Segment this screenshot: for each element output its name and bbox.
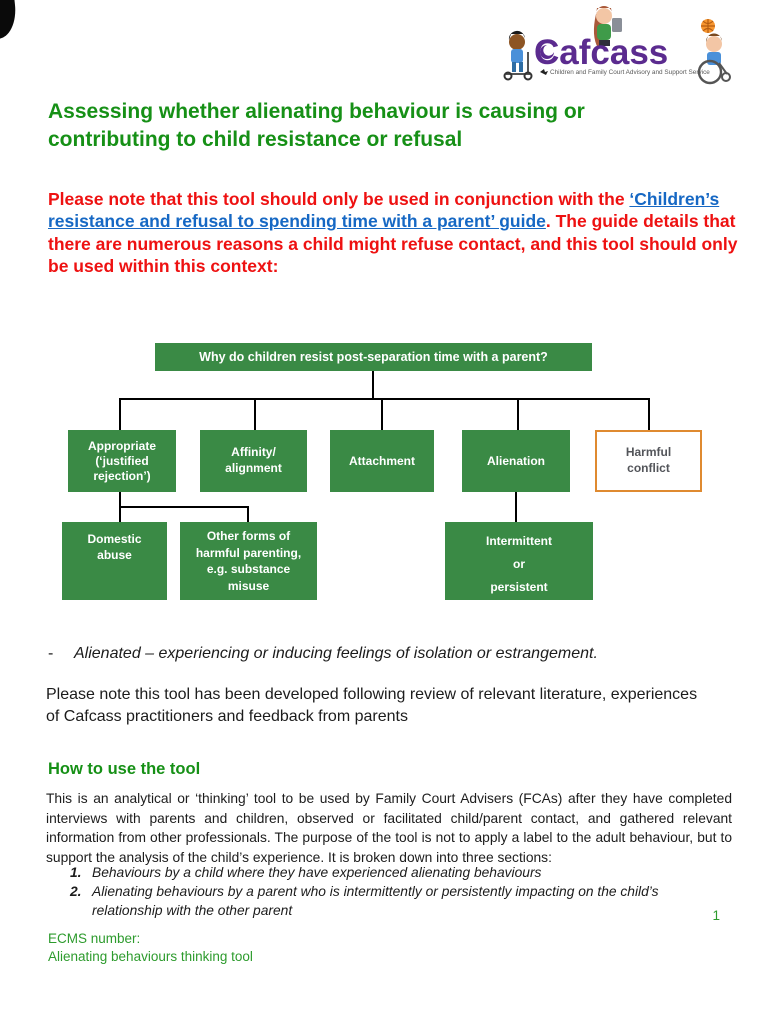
connector-line [648, 398, 650, 430]
logo-tagline: Children and Family Court Advisory and S… [550, 69, 710, 76]
list-item-text: Alienating behaviours by a parent who is… [92, 884, 659, 919]
sections-list: 1. Behaviours by a child where they have… [70, 863, 710, 920]
list-item: 2. Alienating behaviours by a parent who… [70, 882, 710, 920]
usage-notice: Please note that this tool should only b… [48, 188, 742, 278]
connector-line [372, 371, 374, 399]
connector-line [119, 506, 249, 508]
box-affinity-alignment: Affinity/ alignment [200, 430, 307, 492]
how-to-use-body: This is an analytical or ‘thinking’ tool… [46, 791, 732, 865]
box-harmful-conflict: Harmful conflict [595, 430, 702, 492]
child-in-wheelchair-icon [697, 19, 731, 85]
connector-line [247, 506, 249, 522]
development-note: Please note this tool has been developed… [46, 686, 698, 725]
ecms-number-label: ECMS number: [48, 931, 141, 946]
flowchart-root-box: Why do children resist post-separation t… [155, 343, 592, 371]
connector-line [517, 398, 519, 430]
connector-line [119, 398, 121, 430]
notice-text-after: . The guide details that there are numer… [48, 211, 738, 277]
how-to-use-heading: How to use the tool [48, 760, 201, 778]
list-item-text: Behaviours by a child where they have ex… [92, 865, 542, 880]
connector-line [119, 398, 650, 400]
list-item-number: 2. [70, 884, 82, 900]
connector-line [381, 398, 383, 430]
document-footer: ECMS number: Alienating behaviours think… [48, 930, 253, 966]
box-intermittent-or-persistent: Intermittent or persistent [445, 522, 593, 600]
resistance-reasons-flowchart: Why do children resist post-separation t… [0, 343, 770, 623]
child-on-scooter-icon [503, 30, 533, 81]
cafcass-logo: Cafcass Children and Family Court Adviso… [503, 6, 731, 85]
logo-brand-text: Cafcass [534, 33, 668, 72]
notice-text-before: Please note that this tool should only b… [48, 189, 630, 209]
box-attachment: Attachment [330, 430, 434, 492]
page-title: Assessing whether alienating behaviour i… [48, 100, 585, 152]
list-item: 1. Behaviours by a child where they have… [70, 863, 710, 882]
box-alienation: Alienation [462, 430, 570, 492]
connector-line [515, 492, 517, 522]
document-name: Alienating behaviours thinking tool [48, 949, 253, 965]
alienated-definition-text: Alienated – experiencing or inducing fee… [74, 645, 598, 662]
connector-line [254, 398, 256, 430]
page-number: 1 [712, 908, 720, 923]
child-with-tablet-icon [593, 6, 622, 48]
box-other-harmful-parenting: Other forms of harmful parenting, e.g. s… [180, 522, 317, 600]
box-appropriate-justified-rejection: Appropriate (‘justified rejection’) [68, 430, 176, 492]
list-item-number: 1. [70, 865, 82, 880]
page-corner-artifact [0, 0, 19, 40]
box-domestic-abuse: Domestic abuse [62, 522, 167, 600]
alienated-definition: - Alienated – experiencing or inducing fe… [48, 645, 728, 663]
dash-bullet: - [48, 645, 54, 662]
guide-link[interactable]: ‘Children’s resistance and refusal to sp… [48, 189, 720, 232]
